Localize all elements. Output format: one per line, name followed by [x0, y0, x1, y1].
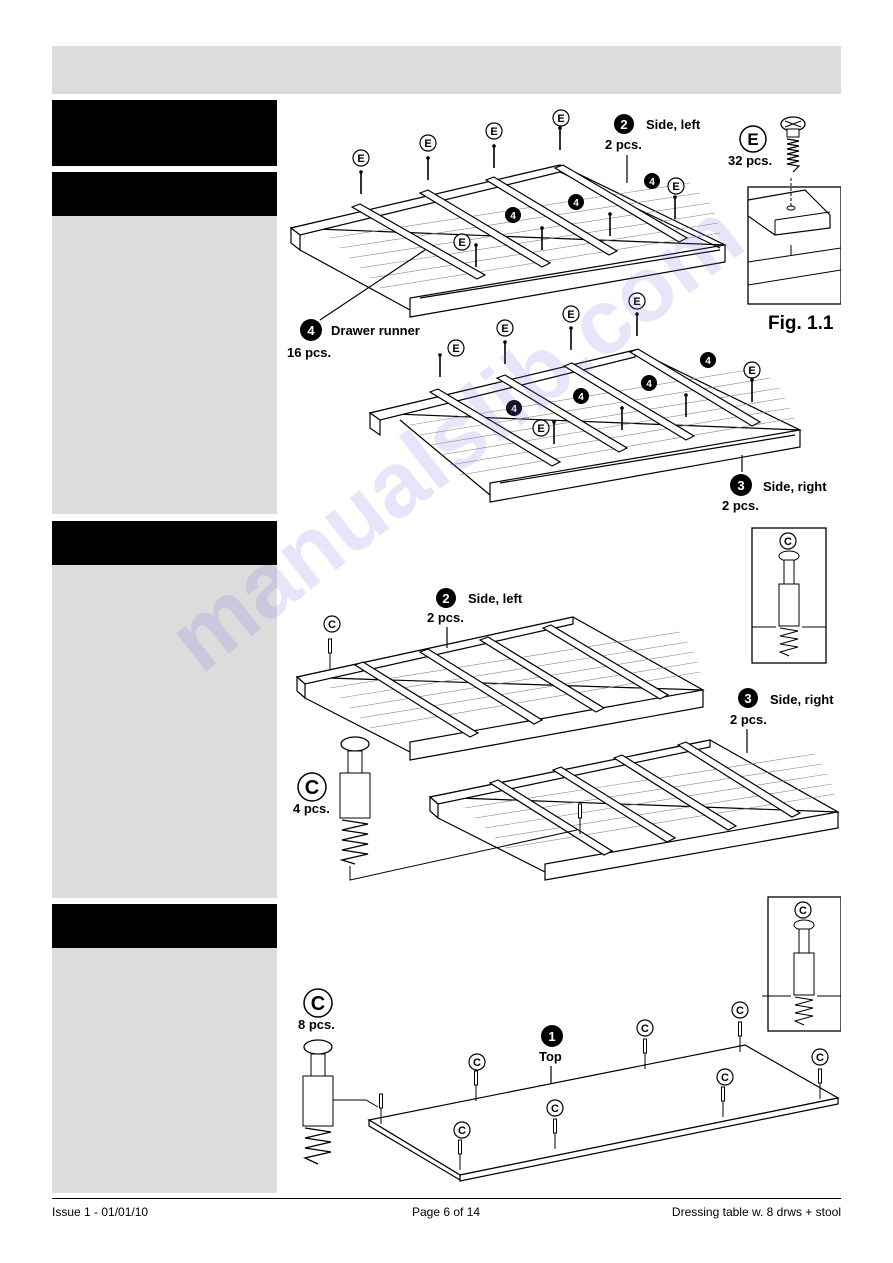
step-2-side-left-label: 2 Side, left 2 pcs. [427, 588, 523, 648]
svg-text:E: E [747, 130, 758, 149]
svg-text:Side, left: Side, left [646, 117, 701, 132]
svg-text:4 pcs.: 4 pcs. [293, 801, 330, 816]
header-bar [52, 46, 841, 94]
step-1-instructions-panel [52, 216, 277, 514]
svg-text:Side, right: Side, right [763, 479, 827, 494]
svg-text:E: E [458, 237, 465, 249]
svg-text:C: C [721, 1072, 729, 1084]
svg-text:4: 4 [578, 392, 584, 403]
step-2-instructions-panel [52, 565, 277, 898]
svg-text:Top: Top [539, 1049, 562, 1064]
svg-text:E: E [424, 138, 431, 150]
svg-text:C: C [311, 993, 325, 1015]
svg-text:2 pcs.: 2 pcs. [730, 712, 767, 727]
svg-text:4: 4 [510, 211, 516, 222]
step-2-header-block [52, 521, 277, 565]
svg-text:C: C [816, 1052, 824, 1064]
step-subtitle-block [52, 172, 277, 216]
svg-text:4: 4 [646, 379, 652, 390]
step-2-runners-left [353, 624, 670, 738]
svg-text:2 pcs.: 2 pcs. [605, 137, 642, 152]
svg-text:E: E [357, 153, 364, 165]
svg-text:C: C [473, 1057, 481, 1069]
svg-text:E: E [633, 296, 640, 308]
svg-text:3: 3 [744, 691, 751, 706]
svg-text:E: E [490, 126, 497, 138]
svg-text:E: E [748, 365, 755, 377]
step-2-runners-right [488, 741, 802, 856]
drawer-runners-top [350, 164, 689, 280]
svg-text:E: E [501, 323, 508, 335]
svg-text:C: C [328, 619, 336, 631]
svg-text:32 pcs.: 32 pcs. [728, 153, 772, 168]
svg-text:E: E [537, 423, 544, 435]
part-4-callouts: 4 4 4 4 4 4 4 [505, 173, 716, 416]
step-2-cam-dowel-large: C 4 pcs. [293, 736, 578, 881]
svg-text:2 pcs.: 2 pcs. [427, 610, 464, 625]
svg-text:4: 4 [573, 198, 579, 209]
side-right-label: 3 Side, right 2 pcs. [722, 455, 827, 513]
svg-text:C: C [458, 1125, 466, 1137]
side-left-label: 2 Side, left 2 pcs. [605, 114, 701, 183]
fig-1-1-detail: Fig. 1.1 [747, 178, 841, 334]
footer-divider [52, 1198, 841, 1199]
svg-text:Drawer runner: Drawer runner [331, 323, 420, 338]
footer-issue: Issue 1 - 01/01/10 [52, 1205, 149, 1219]
svg-text:4: 4 [649, 177, 655, 188]
svg-text:E: E [567, 309, 574, 321]
svg-text:C: C [736, 1005, 744, 1017]
step-3-header-block [52, 904, 277, 948]
step-2-side-right-label: 3 Side, right 2 pcs. [730, 688, 834, 753]
step-3-instructions-panel [52, 948, 277, 1193]
step-2-c-callout-small: C [323, 615, 341, 633]
footer-page-number: Page 6 of 14 [412, 1205, 481, 1219]
step-2-detail-box: C [751, 527, 827, 664]
svg-text:2 pcs.: 2 pcs. [722, 498, 759, 513]
svg-text:4: 4 [705, 356, 711, 367]
svg-text:Fig. 1.1: Fig. 1.1 [768, 313, 834, 334]
drawer-runners-bottom [428, 348, 762, 467]
svg-text:E: E [557, 113, 564, 125]
svg-text:C: C [641, 1023, 649, 1035]
drawer-runner-label: 4 Drawer runner 16 pcs. [287, 249, 426, 360]
step-3-cam-dowel-large: C 8 pcs. [298, 988, 379, 1165]
step-title-block [52, 100, 277, 166]
step-3-c-callouts: C C C C C C C [453, 1001, 829, 1139]
svg-text:4: 4 [511, 404, 517, 415]
top-label: 1 Top [539, 1025, 563, 1083]
svg-text:E: E [452, 343, 459, 355]
step-2-side-right [428, 739, 840, 881]
svg-text:16 pcs.: 16 pcs. [287, 345, 331, 360]
svg-text:C: C [784, 536, 792, 548]
svg-text:C: C [305, 777, 319, 799]
svg-text:Side, right: Side, right [770, 692, 834, 707]
top-panel [367, 1044, 840, 1182]
svg-text:2: 2 [442, 591, 449, 606]
svg-text:Side, left: Side, left [468, 591, 523, 606]
svg-text:1: 1 [548, 1029, 555, 1044]
footer-product-name: Dressing table w. 8 drws + stool [671, 1205, 841, 1219]
svg-text:C: C [551, 1103, 559, 1115]
e-callouts: E E E E E E E E E E E E [352, 109, 761, 437]
svg-text:C: C [799, 905, 807, 917]
svg-text:8 pcs.: 8 pcs. [298, 1017, 335, 1032]
svg-text:3: 3 [737, 478, 744, 493]
svg-text:E: E [672, 181, 679, 193]
svg-text:4: 4 [307, 323, 315, 338]
step-3-detail-box: C [762, 896, 841, 1032]
screw-e-detail: E 32 pcs. [728, 116, 806, 173]
assembly-illustration: E E E E E E E E E E E E 4 4 4 4 4 4 4 2 Side, lef… [277, 95, 841, 1195]
svg-text:2: 2 [620, 117, 627, 132]
